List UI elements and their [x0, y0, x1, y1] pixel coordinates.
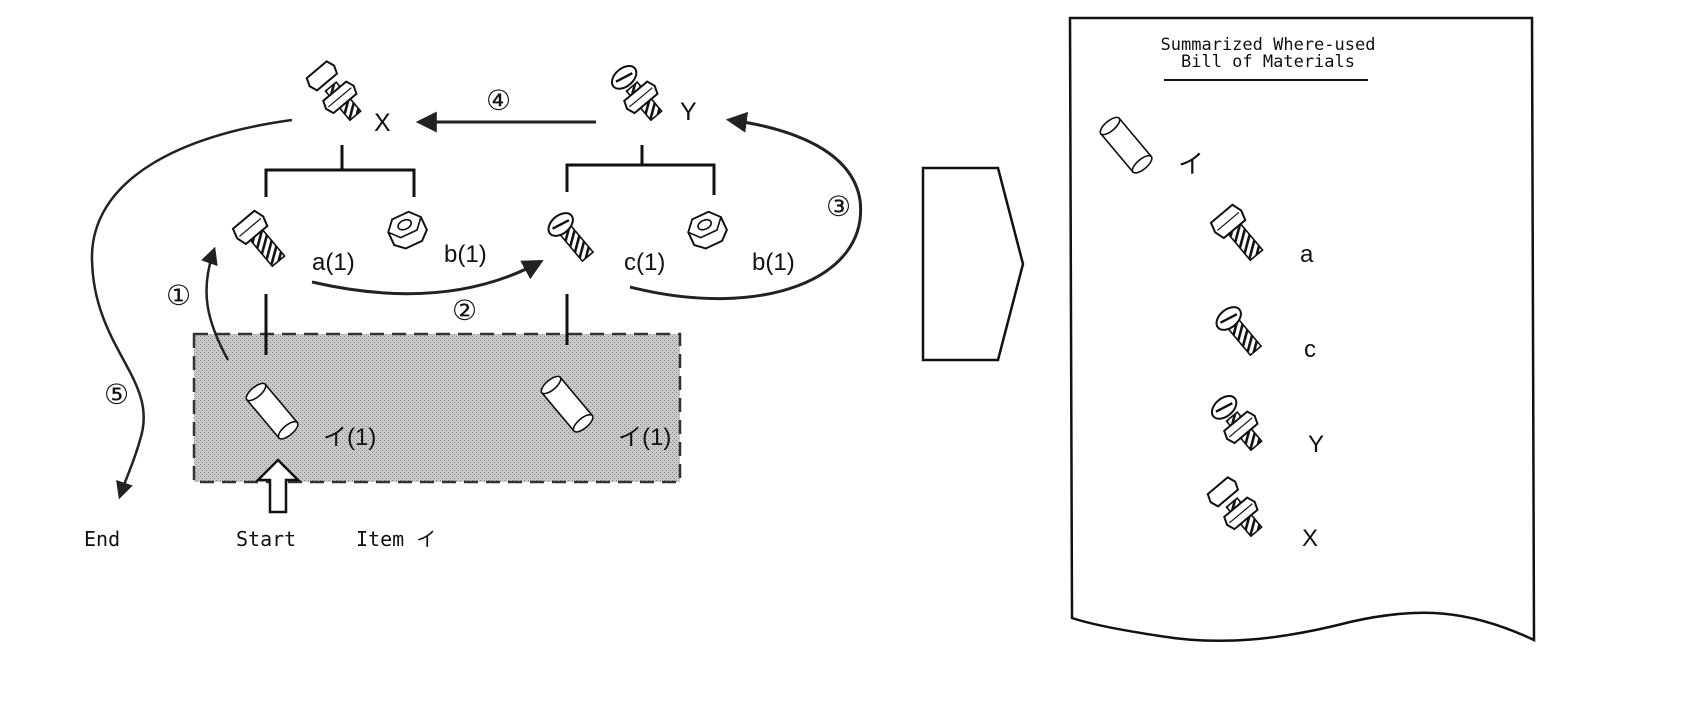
item-label: Item イ — [356, 527, 436, 551]
component-b-label-y: b(1) — [752, 249, 795, 276]
start-label: Start — [236, 527, 296, 551]
report-sheet — [1068, 16, 1536, 643]
bolt-with-nut-icon — [301, 57, 371, 129]
where-used-report: Summarized Where-used Bill of Materials … — [1068, 16, 1536, 643]
report-item-label: Y — [1308, 431, 1324, 458]
assembly-x-label: X — [374, 109, 391, 137]
step-5-arrow — [90, 118, 293, 500]
transform-arrow — [921, 166, 1025, 362]
hex-nut-icon — [383, 207, 432, 254]
step-2-number: ② — [452, 295, 477, 326]
component-b-label-x: b(1) — [444, 241, 487, 268]
step-2-arrow — [311, 259, 544, 296]
report-item-label: イ — [1178, 149, 1204, 179]
raw-item-label-left: イ(1) — [323, 424, 376, 451]
component-c-label: c(1) — [624, 249, 665, 276]
report-title-line1: Summarized Where-used — [1161, 35, 1376, 55]
hex-nut-icon — [683, 207, 732, 254]
report-title-line2: Bill of Materials — [1181, 52, 1355, 72]
x-structure-lines — [264, 145, 416, 355]
step-3-number: ③ — [826, 191, 851, 222]
report-item-label: c — [1304, 336, 1316, 363]
end-label: End — [84, 527, 120, 551]
step-1-arrow — [201, 246, 230, 361]
step-3-arrow — [629, 111, 863, 300]
start-arrow — [254, 458, 302, 514]
step-1-number: ① — [166, 280, 191, 311]
component-a-label: a(1) — [312, 249, 355, 276]
process-diagram: X Y a(1) b(1) c(1) b(1) イ(1) イ(1) ① ② ③ … — [84, 57, 863, 551]
step-5-number: ⑤ — [104, 379, 129, 410]
report-item-label: X — [1302, 525, 1318, 552]
step-4-number: ④ — [486, 85, 511, 116]
screw-with-nut-icon — [603, 57, 672, 129]
slotted-screw-icon — [543, 207, 600, 267]
report-item-label: a — [1300, 241, 1314, 268]
y-structure-lines — [565, 145, 716, 345]
hex-bolt-icon — [229, 207, 293, 274]
raw-item-label-right: イ(1) — [618, 424, 671, 451]
assembly-y-label: Y — [680, 98, 697, 126]
